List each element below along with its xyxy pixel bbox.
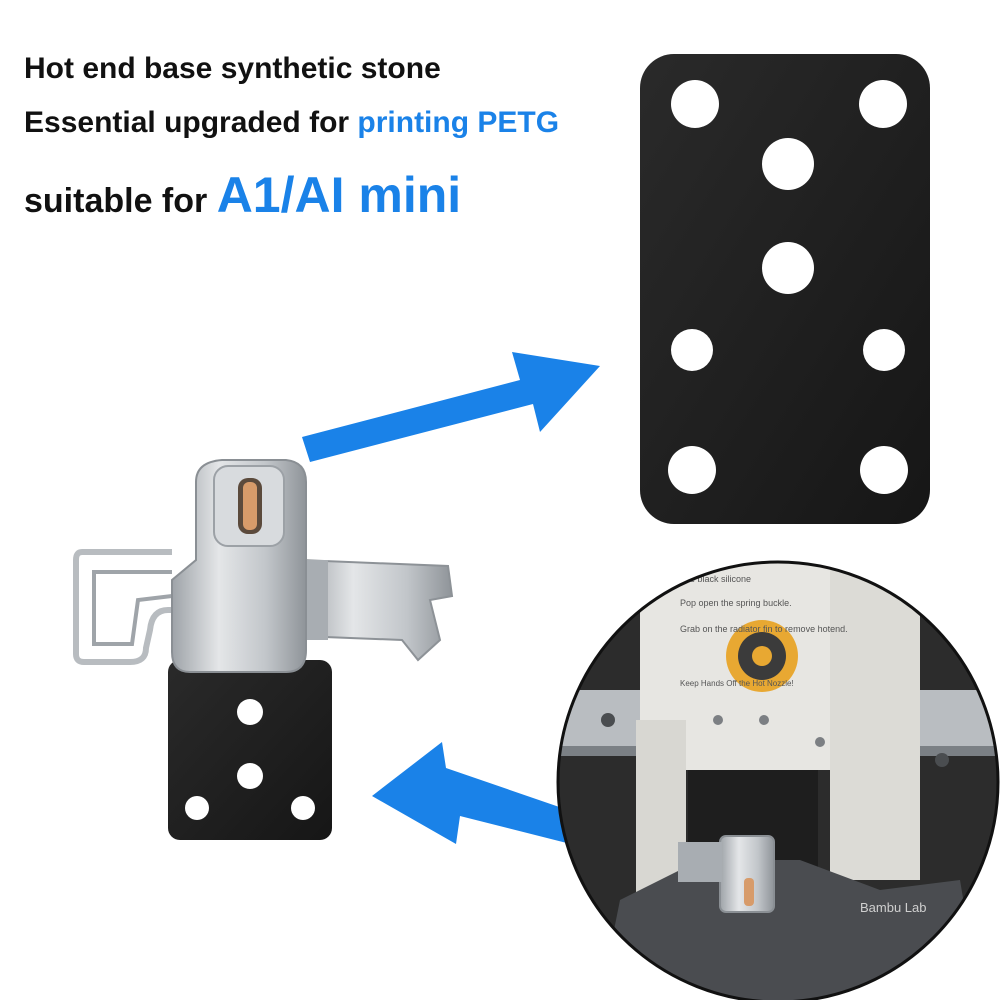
callout-instruction-1: sleeve the black silicone — [654, 574, 751, 584]
copper-nozzle — [243, 482, 257, 530]
headline-petg-highlight: printing PETG — [357, 106, 560, 139]
headline-line-1: Hot end base synthetic stone — [24, 52, 441, 85]
callout-instruction-4: Keep Hands Off the Hot Nozzle! — [680, 679, 794, 688]
callout-instruction-3: Grab on the radiator fin to remove hoten… — [680, 624, 848, 634]
arrow-to-plate-icon — [302, 352, 600, 462]
headline-line-3-text: suitable for — [24, 182, 217, 220]
headline-line-3: suitable for A1/AI mini — [24, 166, 461, 224]
wire-clip — [73, 549, 172, 665]
installed-view-callout: sleeve the black silicone Pop open the s… — [556, 560, 1000, 1000]
headline-line-2: Essential upgraded for printing PETG — [24, 106, 559, 140]
headline-line-2-text: Essential upgraded for — [24, 106, 358, 139]
spring-buckle — [299, 558, 454, 662]
stone-plate-large — [640, 54, 930, 524]
callout-instruction-2: Pop open the spring buckle. — [680, 598, 792, 608]
brand-label: Bambu Lab — [860, 900, 927, 915]
hotend-assembly — [73, 459, 454, 840]
stone-plate-small — [168, 660, 332, 840]
headline-model-highlight: A1/AI mini — [216, 167, 462, 223]
plate-holes — [668, 80, 908, 494]
